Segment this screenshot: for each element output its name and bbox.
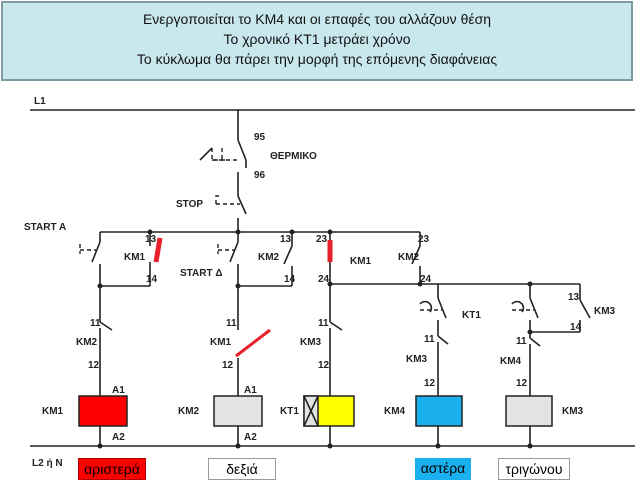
thermal-96-label: 96 [254, 170, 266, 181]
thermal-name-label: ΘΕΡΜΙΚΟ [270, 151, 317, 162]
kt1-coil-label: KT1 [280, 406, 299, 417]
km1-interlock-11: 11 [226, 318, 237, 329]
km1-interlock-label: KM1 [210, 337, 232, 348]
km4-km3-12: 12 [516, 378, 528, 389]
node-km3-l2 [527, 443, 533, 449]
legend-right: δεξιά [208, 458, 276, 480]
l2-label: L2 ή N [32, 458, 63, 469]
km2-interlock-label: KM2 [76, 337, 98, 348]
km2-no-24: 24 [420, 274, 432, 285]
km2-hold-14: 14 [284, 274, 296, 285]
kt1-timed-contact-2 [511, 284, 539, 330]
kt1-timer-cross [303, 395, 319, 427]
km1-coil-a2: A2 [112, 432, 125, 443]
km4-coil-label: KM4 [384, 406, 406, 417]
km3-kt1-label: KM3 [300, 337, 322, 348]
km1-no-24: 24 [318, 274, 330, 285]
start-delta-button [217, 232, 239, 286]
start-delta-label: START Δ [180, 268, 223, 279]
km1-hold-14: 14 [146, 274, 158, 285]
km3-km4-label: KM3 [406, 354, 428, 365]
km3-kt1-12: 12 [318, 360, 330, 371]
node-km4-l2 [435, 443, 441, 449]
node-km1-l2 [97, 443, 103, 449]
km1-coil-label: KM1 [42, 406, 64, 417]
km1-no-label: KM1 [350, 256, 372, 267]
km1-hold-13: 13 [145, 234, 157, 245]
kt1-contact-label: KT1 [462, 310, 481, 321]
km2-no-label: KM2 [398, 252, 420, 263]
km4-coil [415, 395, 463, 427]
km2-coil-a1: A1 [244, 385, 257, 396]
km3-kt1-11: 11 [318, 318, 329, 329]
km3-hold-label: KM3 [594, 306, 616, 317]
km4-km3-label: KM4 [500, 356, 522, 367]
km3-km4-11: 11 [424, 334, 435, 345]
km1-hold-contact-closed [153, 237, 163, 263]
thermal-95-label: 95 [254, 132, 266, 143]
km3-hold-14: 14 [570, 322, 582, 333]
km3-km4-12: 12 [424, 378, 436, 389]
km3-nc-contact-kt1 [329, 284, 343, 396]
legend-delta: τριγώνου [498, 458, 570, 480]
km4-nc-contact-km3 [529, 332, 541, 396]
km2-no-contact [411, 245, 421, 265]
km3-coil-label: KM3 [562, 406, 584, 417]
km1-interlock-12: 12 [222, 360, 234, 371]
km2-no-23: 23 [418, 234, 430, 245]
km2-hold-contact [283, 245, 293, 265]
km3-hold-contact [579, 299, 591, 319]
banner-line-3: Το κύκλωμα θα πάρει την μορφή της επόμεν… [136, 51, 498, 67]
legend-star: αστέρα [415, 458, 471, 480]
km1-coil-a1: A1 [112, 385, 125, 396]
stop-label: STOP [176, 199, 203, 210]
km2-coil-label: KM2 [178, 406, 200, 417]
node-km2-l2 [235, 443, 241, 449]
start-a-button [79, 232, 101, 286]
km2-coil [213, 395, 263, 427]
l1-label: L1 [34, 96, 46, 107]
banner-line-2: Το χρονικό ΚΤ1 μετράει χρόνο [223, 31, 411, 47]
thermal-relay-contact [199, 139, 247, 196]
node-kt1-l2 [327, 443, 333, 449]
km2-interlock-12: 12 [88, 360, 100, 371]
banner-line-1: Ενεργοποιείται το ΚΜ4 και οι επαφές του … [142, 11, 492, 27]
km3-nc-contact-km4 [437, 330, 449, 396]
km1-interlock-opened [235, 328, 271, 358]
legend-left: αριστερά [78, 458, 146, 480]
km2-interlock-11: 11 [90, 318, 101, 329]
km1-hold-label: KM1 [124, 252, 146, 263]
km3-hold-13: 13 [568, 292, 580, 303]
km4-km3-11: 11 [516, 336, 527, 347]
km2-hold-13: 13 [280, 234, 292, 245]
km1-coil [78, 395, 128, 427]
km2-interlock-nc [99, 286, 113, 396]
km2-hold-label: KM2 [258, 252, 280, 263]
start-a-label: START A [24, 222, 66, 233]
info-banner: Ενεργοποιείται το ΚΜ4 και οι επαφές του … [1, 1, 633, 81]
km2-coil-a2: A2 [244, 432, 257, 443]
km1-no-23: 23 [316, 234, 328, 245]
km3-coil [505, 395, 553, 427]
kt1-timed-contact [419, 284, 447, 330]
stop-button-contact [215, 195, 247, 232]
